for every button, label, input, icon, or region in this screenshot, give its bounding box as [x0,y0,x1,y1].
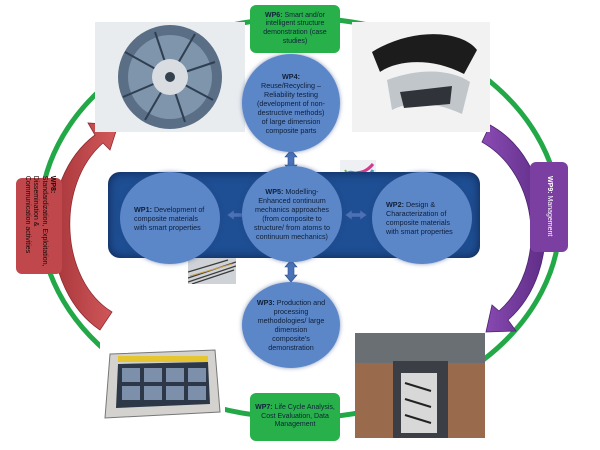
wp4-circle: WP4:Reuse/Recycling – Reliability testin… [242,54,340,152]
device-photo [100,342,225,430]
wp8-id: WP8: [48,175,56,194]
wp3-id: WP3: [256,298,275,307]
wp7-id: WP7: [255,403,273,411]
wp5-id: WP5: [265,187,284,196]
fibers-image [188,258,236,284]
wp5-text: Modelling-Enhanced continuum mechanics a… [254,187,330,241]
wp5-wp3-arrow-icon [284,259,298,283]
test-rig-photo [355,333,485,438]
wp9-label: WP9: Management [545,161,553,251]
wp7-box: WP7: Life Cycle Analysis, Cost Evaluatio… [250,393,340,441]
wp1-text: Development of composite materials with … [134,204,205,232]
wp9-id: WP9: [546,176,554,194]
wp9-text: Management [546,195,554,237]
wp8-box: WP8:Standardization, Exploitation, Disse… [16,176,62,274]
wp8-label: WP8:Standardization, Exploitation, Disse… [22,176,56,272]
wp6-id: WP6: [265,11,283,19]
wp9-box: WP9: Management [530,162,568,252]
wp1-circle: WP1: Development of composite materials … [120,172,220,264]
wp4-id: WP4: [282,71,300,81]
wp1-id: WP1: [134,204,152,214]
composite-part-photo [352,22,490,132]
wp6-text: Smart and/or intelligent structure demon… [263,11,327,45]
fan-photo [95,22,245,132]
wp2-circle: WP2: Design & Characterization of compos… [372,172,472,264]
wp2-id: WP2: [386,200,404,209]
wp5-wp2-arrow-icon [344,209,368,221]
wp4-text: Reuse/Recycling – Reliability testing (d… [257,80,325,135]
wp5-circle: WP5: Modelling-Enhanced continuum mechan… [242,166,342,262]
wp3-circle: WP3: Production and processing methodolo… [242,282,340,368]
wp3-text: Production and processing methodologies/… [257,298,326,352]
wp6-box: WP6: Smart and/or intelligent structure … [250,5,340,53]
wp2-text: Design & Characterization of composite m… [386,200,453,236]
wp8-text: Standardization, Exploitation, Dissemina… [23,175,48,267]
wp7-text: Life Cycle Analysis, Cost Evaluation, Da… [261,403,335,429]
